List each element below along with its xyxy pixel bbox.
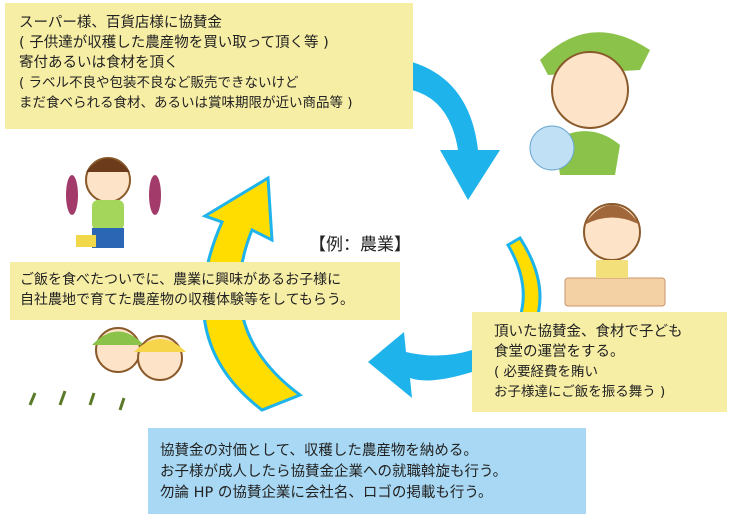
harvest-note-line: 自社農地で育てた農産物の収穫体験等をしてもらう。 [20,292,355,308]
arrow-blue-top-right [412,62,500,200]
compensation-note-line: お子様が成人したら協賛金企業への就職斡旋も行う。 [160,464,508,480]
sponsor-note-line: まだ食べられる食材、あるいは賞味期限が近い商品等 ) [19,95,353,111]
sponsor-note-line: 寄付あるいは食材を頂く [19,55,179,71]
children-harvesting-illustration [28,327,186,411]
arrow-blue-bottom [368,332,472,398]
child-eating-illustration [564,203,666,307]
arrow-yellow-left [201,175,304,412]
sponsor-note-line: スーパー様、百貨店様に協賛金 [19,15,222,31]
boy-with-potatoes-illustration [66,157,161,248]
sponsor-note-line: ( 子供達が収穫した農産物を買い取って頂く等 ) [19,35,329,51]
sponsor-note-line: ( ラベル不良や包装不良など販売できないけど [19,75,299,91]
cafeteria-note: 頂いた協賛金、食材で子ども 食堂の運営をする。 ( 必要経費を賄い お子様達にご… [472,312,727,412]
example-label: 【例：農業】 [309,235,411,255]
cafeteria-note-line: 食堂の運営をする。 [494,344,625,360]
harvest-experience-note: ご飯を食べたついでに、農業に興味があるお子様に 自社農地で育てた農産物の収穫体験… [10,262,400,320]
compensation-note-line: 勿論 HP の協賛企業に会社名、ロゴの掲載も行う。 [160,485,493,501]
harvest-note-line: ご飯を食べたついでに、農業に興味があるお子様に [20,272,342,288]
cafeteria-note-line: 頂いた協賛金、食材で子ども [494,324,683,340]
farmer-illustration [529,32,650,175]
cafeteria-note-line: ( 必要経費を賄い [494,364,599,380]
compensation-note: 協賛金の対価として、収穫した農産物を納める。 お子様が成人したら協賛金企業への就… [148,428,586,514]
compensation-note-line: 協賛金の対価として、収穫した農産物を納める。 [160,443,478,459]
cafeteria-note-line: お子様達にご飯を振る舞う ) [494,384,666,400]
sponsor-note: スーパー様、百貨店様に協賛金 ( 子供達が収穫した農産物を買い取って頂く等 ) … [5,3,413,129]
